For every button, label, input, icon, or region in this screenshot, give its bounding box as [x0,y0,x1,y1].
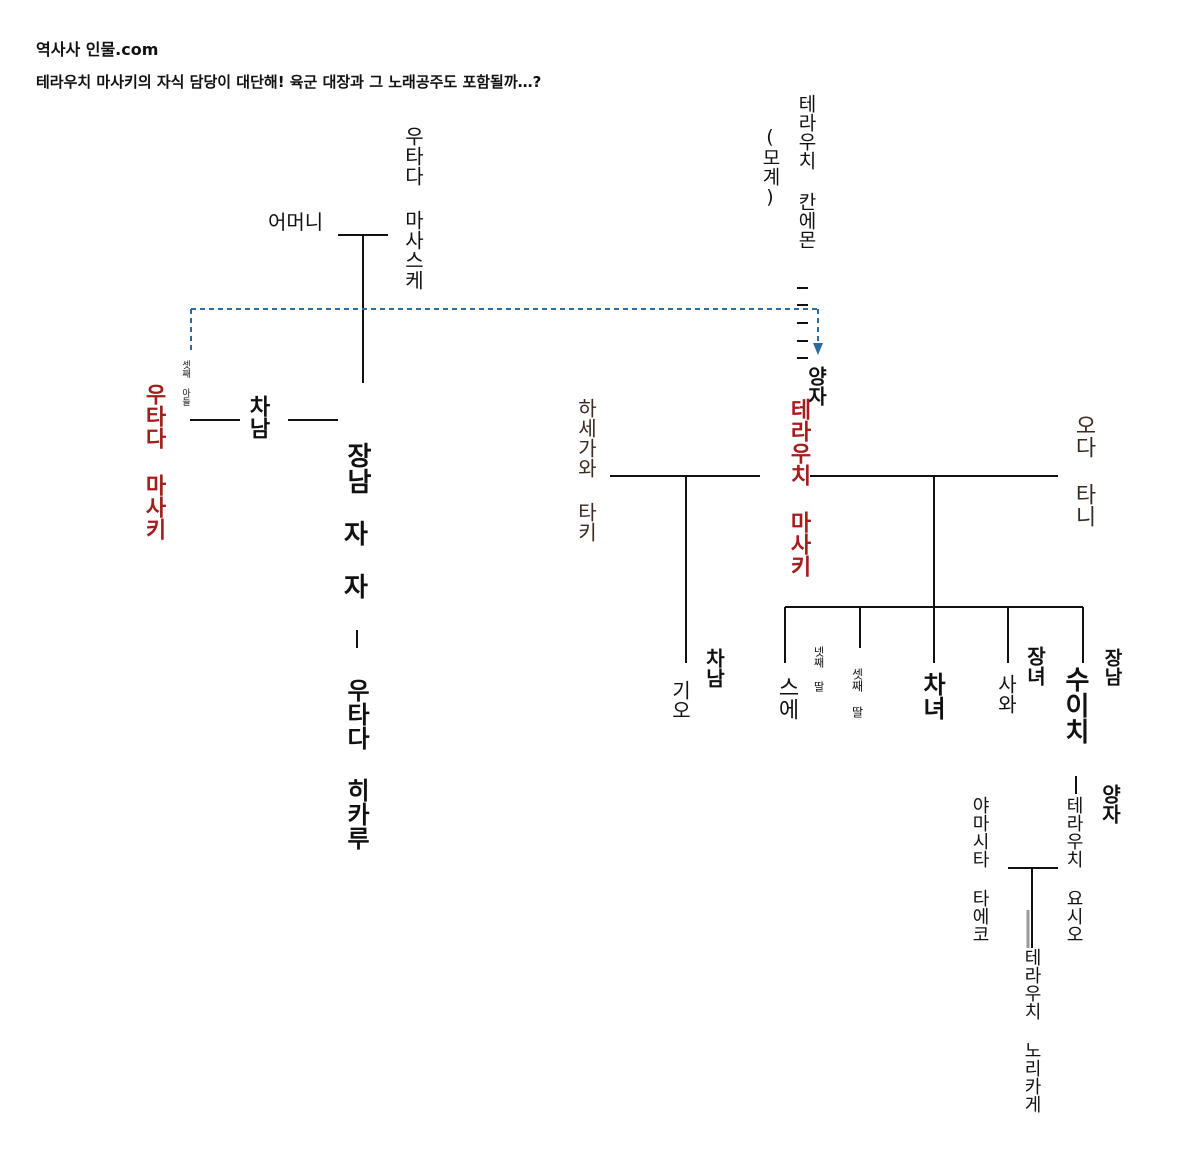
kio-label: 기오 [668,680,692,720]
eldest-daughter-label: 장녀 [1023,646,1047,686]
headline: 테라우치 마사키의 자식 담당이 대단해! 육군 대장과 그 노래공주도 포함될… [36,73,542,91]
yamashita-taeko: 야마시타 타에코 [969,796,990,943]
hasegawa-taki: 하세가와 타키 [574,398,598,542]
sue-label: 스에 [774,676,799,720]
stepfather-label: (모계) [759,126,781,208]
third-daughter-label: 셋째 딸 [850,668,864,718]
adopted-label: 양자 [804,366,828,406]
terauchi-yoshio: 테라우치 요시오 [1063,796,1084,943]
eldest-son-left: 장남 [342,442,372,494]
oda-tani: 오다 타니 [1071,414,1096,527]
second-son-left: 차남 [245,395,270,439]
site-name: 역사사 인물.com [36,40,159,59]
arrow-head-icon [813,343,823,355]
mother-label: 어머니 [268,210,324,234]
sawa-label: 사와 [994,674,1018,714]
utada-masasuke: 우타다 마사스케 [401,126,425,290]
terauchi-masaki: 테라우치 마사키 [786,398,811,577]
third-son-small-label: 셋째 아들 [180,360,190,406]
suichi-label: 수이치 [1060,666,1090,744]
ja-label-2: 자 [344,573,368,603]
second-son-right: 차남 [702,648,726,688]
second-daughter-label: 차녀 [918,672,946,720]
utada-masaki: 우타다 마사키 [141,383,166,540]
fourth-daughter-label: 넷째 딸 [812,646,825,692]
terauchi-kanemon: 테라우치 칸에몬 [795,94,817,249]
terauchi-norikage: 테라우치 노리카게 [1021,948,1042,1113]
eldest-son-right: 장남 [1101,648,1123,686]
adopted2-label: 양자 [1098,784,1122,824]
utada-hikaru: 우타다 히카루 [342,678,370,850]
ja-label-1: 자 [344,520,368,550]
